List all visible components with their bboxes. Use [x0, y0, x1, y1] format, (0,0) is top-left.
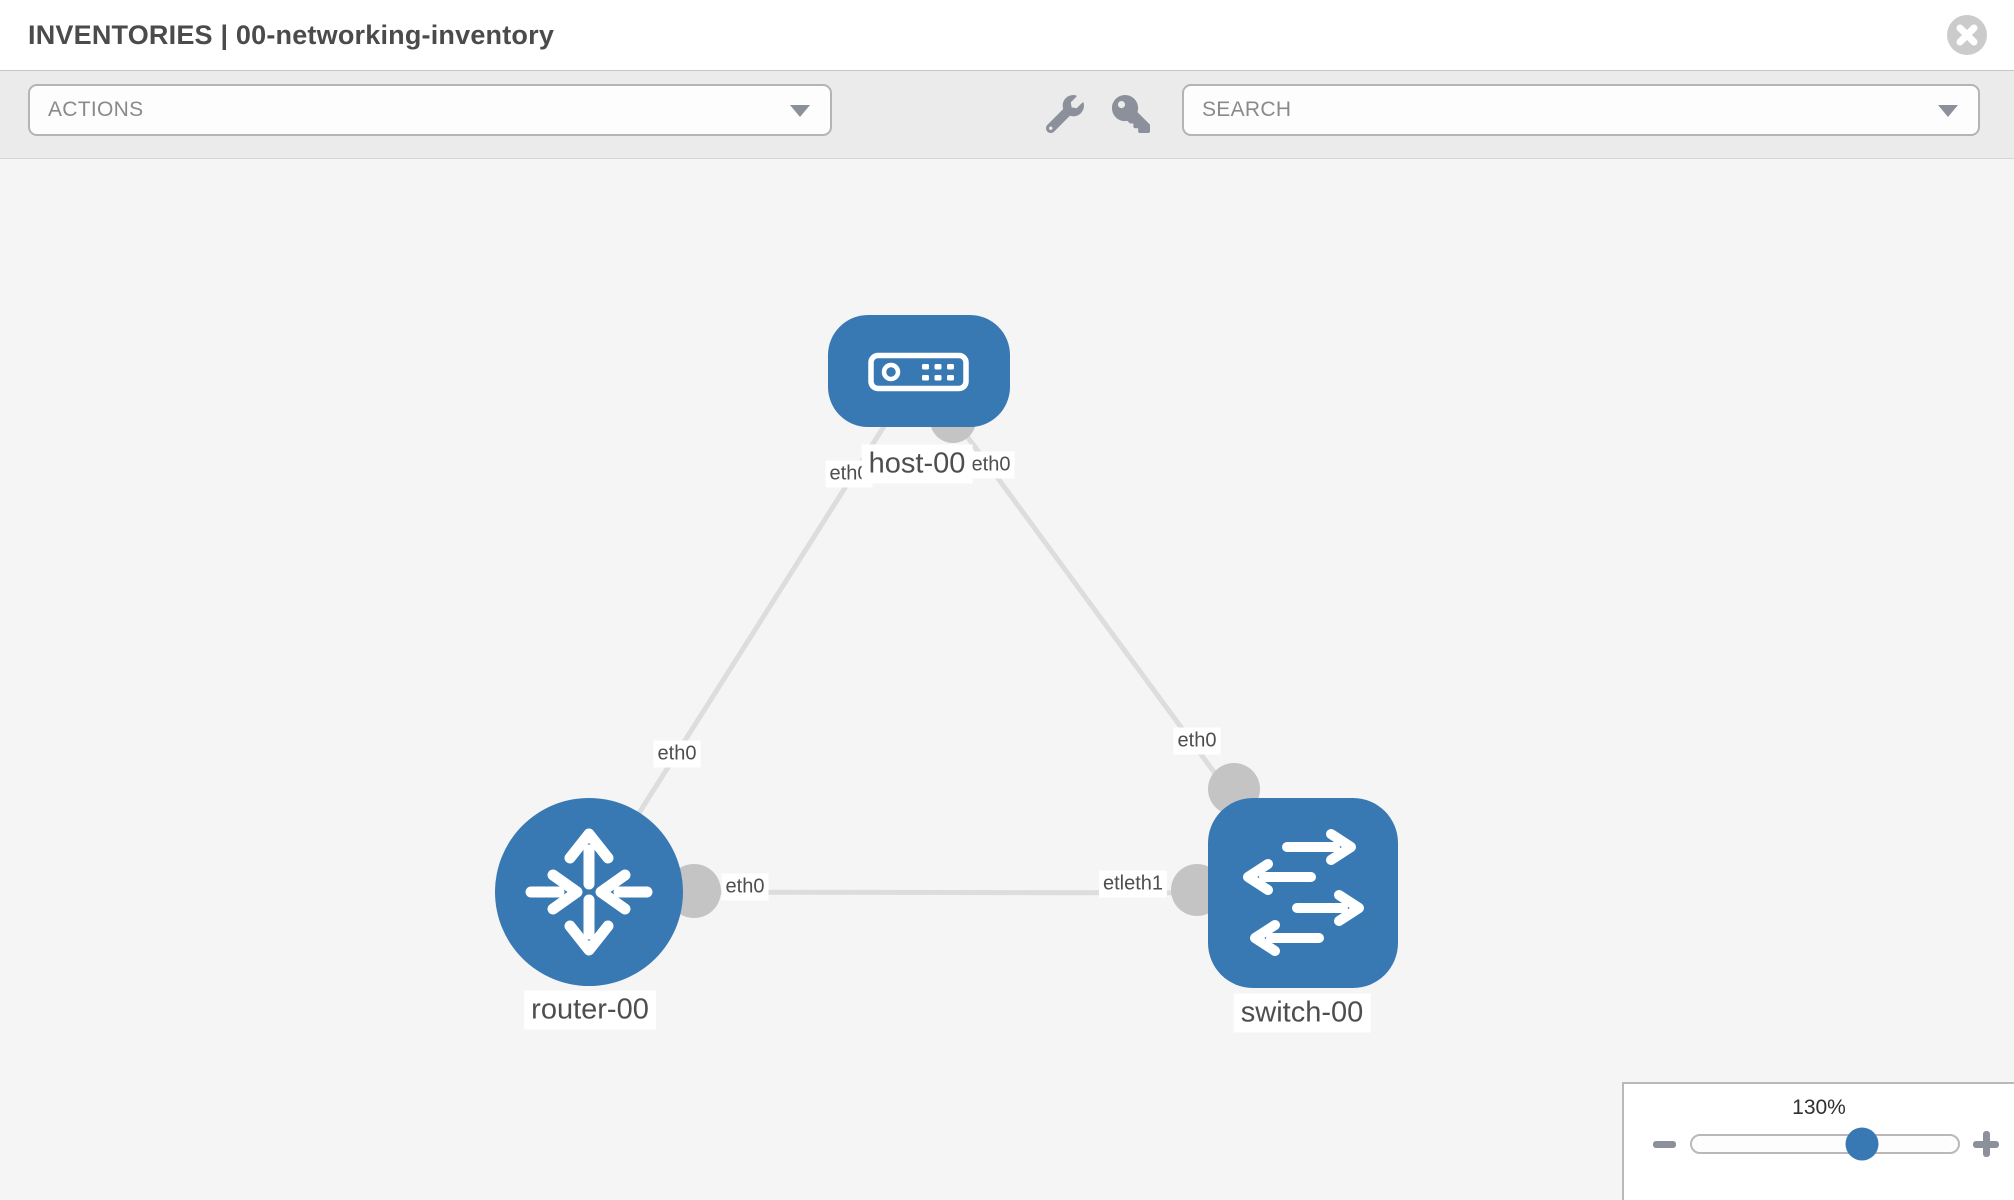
- toolbar: ACTIONS SEARCH: [0, 71, 2014, 159]
- header: INVENTORIES | 00-networking-inventory: [0, 0, 2014, 71]
- search-dropdown[interactable]: SEARCH: [1182, 84, 1980, 136]
- wrench-icon: [1046, 95, 1084, 133]
- credentials-button[interactable]: [1112, 95, 1150, 133]
- configure-button[interactable]: [1046, 95, 1084, 133]
- actions-dropdown-label: ACTIONS: [48, 98, 144, 121]
- plus-icon: [1973, 1131, 1999, 1157]
- actions-dropdown[interactable]: ACTIONS: [28, 84, 832, 136]
- zoom-in-button[interactable]: [1972, 1130, 2000, 1158]
- close-icon: [1947, 15, 1987, 55]
- zoom-slider-row: [1624, 1127, 2014, 1161]
- node-router-00[interactable]: [495, 798, 683, 986]
- zoom-slider-thumb[interactable]: [1845, 1127, 1879, 1161]
- zoom-panel: 130%: [1622, 1082, 2014, 1200]
- node-host-00[interactable]: [828, 315, 1010, 427]
- server-icon: [868, 352, 969, 392]
- zoom-level-label: 130%: [1792, 1096, 1846, 1119]
- zoom-slider-track[interactable]: [1690, 1127, 1960, 1161]
- node-switch-00[interactable]: [1208, 798, 1398, 988]
- page-title: INVENTORIES | 00-networking-inventory: [28, 20, 555, 50]
- key-icon: [1112, 95, 1150, 133]
- router-arrows-icon: [525, 828, 653, 956]
- search-placeholder: SEARCH: [1202, 98, 1292, 121]
- close-button[interactable]: [1947, 15, 1987, 55]
- minus-icon: [1652, 1140, 1676, 1148]
- switch-arrows-icon: [1243, 829, 1364, 956]
- chevron-down-icon: [1938, 105, 1958, 117]
- zoom-out-button[interactable]: [1650, 1130, 1678, 1158]
- chevron-down-icon: [790, 105, 810, 117]
